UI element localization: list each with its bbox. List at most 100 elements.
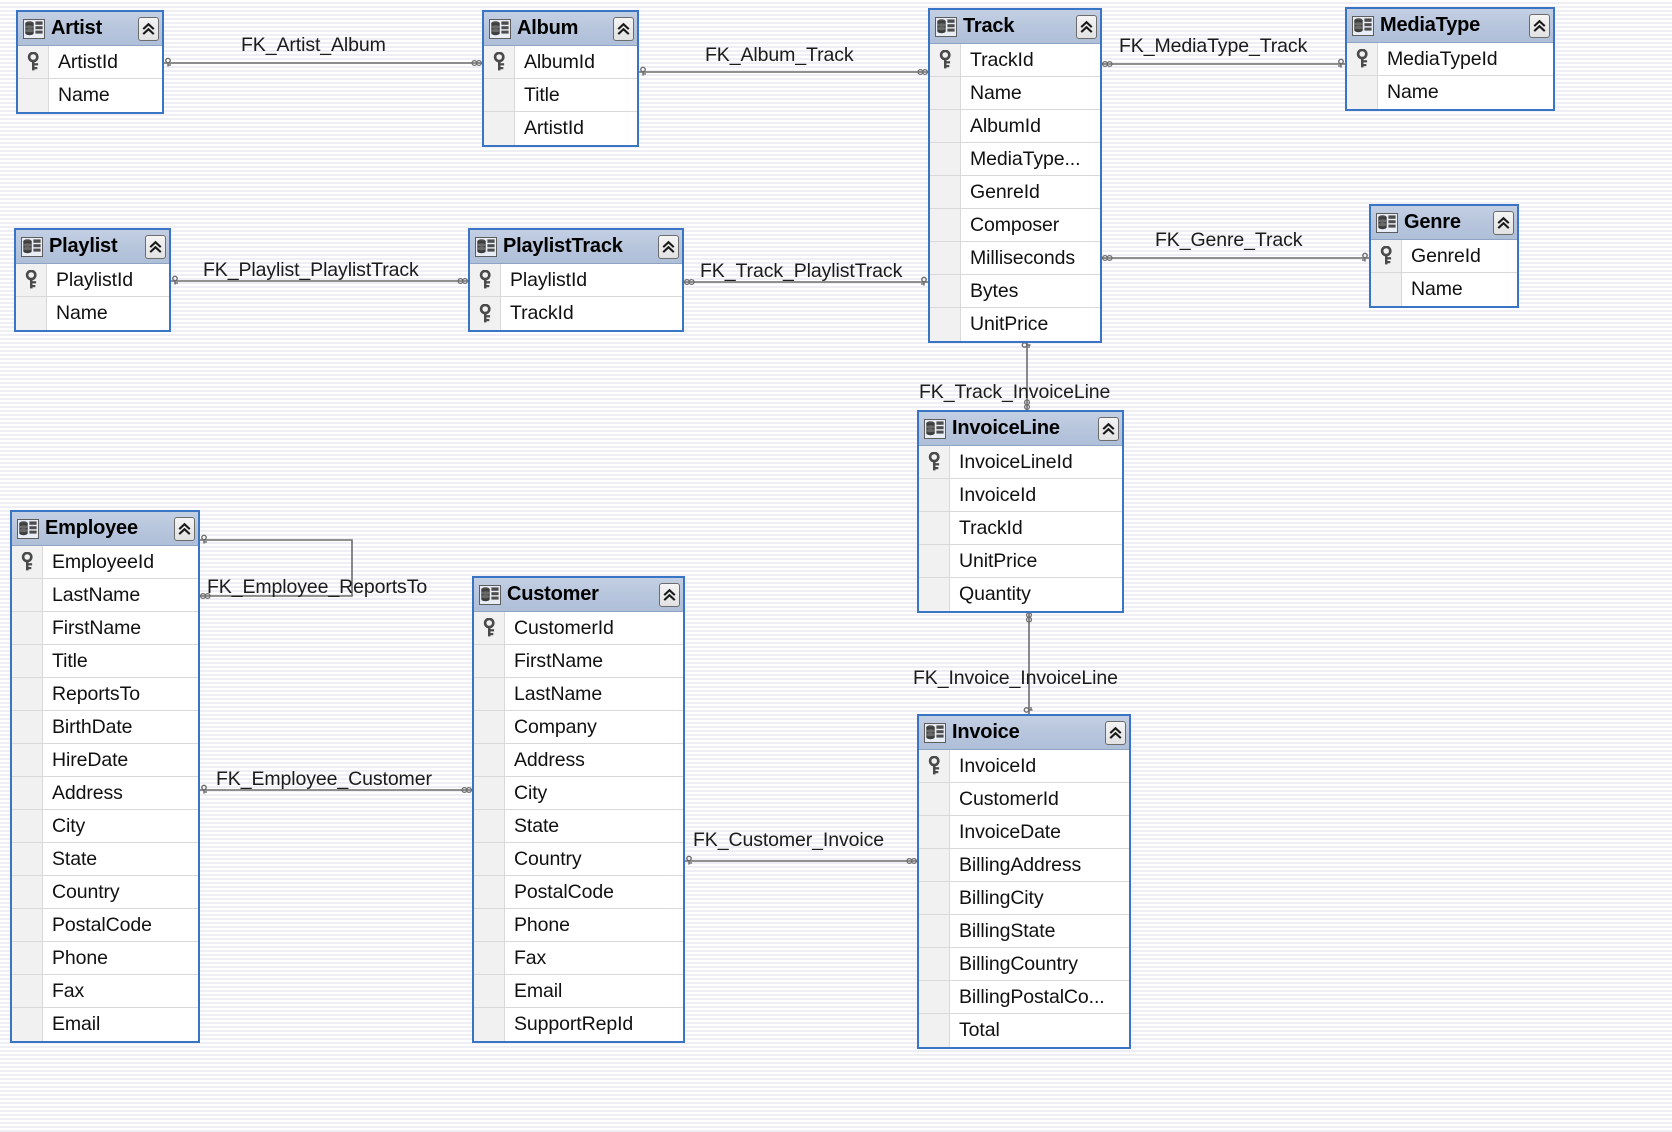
relationship-label[interactable]: FK_Employee_ReportsTo [207, 576, 428, 598]
table-row[interactable]: Fax [474, 942, 683, 975]
table-row[interactable]: Name [1371, 273, 1517, 306]
table-row[interactable]: ReportsTo [12, 678, 198, 711]
table-row[interactable]: UnitPrice [930, 308, 1100, 341]
relationship-label[interactable]: FK_Genre_Track [1155, 229, 1303, 251]
table-row[interactable]: TrackId [470, 297, 682, 330]
table-row[interactable]: UnitPrice [919, 545, 1122, 578]
table-row[interactable]: Bytes [930, 275, 1100, 308]
table-header-customer[interactable]: Customer [474, 578, 683, 612]
collapse-chevron-up-icon[interactable] [138, 16, 159, 41]
table-row[interactable]: Total [919, 1014, 1129, 1047]
collapse-chevron-up-icon[interactable] [145, 234, 166, 259]
relationship-label[interactable]: FK_Invoice_InvoiceLine [913, 667, 1118, 689]
table-header-playlist[interactable]: Playlist [16, 230, 169, 264]
table-row[interactable]: City [474, 777, 683, 810]
table-header-genre[interactable]: Genre [1371, 206, 1517, 240]
table-row[interactable]: HireDate [12, 744, 198, 777]
relationship-label[interactable]: FK_Track_InvoiceLine [919, 381, 1111, 403]
table-row[interactable]: TrackId [919, 512, 1122, 545]
table-row[interactable]: ArtistId [484, 112, 637, 145]
table-row[interactable]: SupportRepId [474, 1008, 683, 1041]
relationship-label[interactable]: FK_Customer_Invoice [693, 829, 885, 851]
table-row[interactable]: CustomerId [474, 612, 683, 645]
table-row[interactable]: Company [474, 711, 683, 744]
collapse-chevron-up-icon[interactable] [613, 16, 634, 41]
table-row[interactable]: Milliseconds [930, 242, 1100, 275]
table-row[interactable]: InvoiceId [919, 479, 1122, 512]
table-row[interactable]: BillingCountry [919, 948, 1129, 981]
table-row[interactable]: Fax [12, 975, 198, 1008]
table-row[interactable]: MediaType... [930, 143, 1100, 176]
table-header-track[interactable]: Track [930, 10, 1100, 44]
table-row[interactable]: ArtistId [18, 46, 162, 79]
table-row[interactable]: PostalCode [474, 876, 683, 909]
table-row[interactable]: State [474, 810, 683, 843]
table-row[interactable]: BillingState [919, 915, 1129, 948]
table-row[interactable]: InvoiceDate [919, 816, 1129, 849]
table-row[interactable]: AlbumId [484, 46, 637, 79]
table-row[interactable]: Address [474, 744, 683, 777]
table-row[interactable]: Phone [474, 909, 683, 942]
table-row[interactable]: BillingAddress [919, 849, 1129, 882]
relationship-label[interactable]: FK_Album_Track [705, 44, 854, 66]
collapse-chevron-up-icon[interactable] [1076, 14, 1097, 39]
relationship-label[interactable]: FK_MediaType_Track [1119, 35, 1308, 57]
table-row[interactable]: BirthDate [12, 711, 198, 744]
table-header-album[interactable]: Album [484, 12, 637, 46]
table-row[interactable]: Quantity [919, 578, 1122, 611]
table-row[interactable]: Country [474, 843, 683, 876]
table-row[interactable]: Name [18, 79, 162, 112]
table-row[interactable]: Name [1347, 76, 1553, 109]
table-header-invoice[interactable]: Invoice [919, 716, 1129, 750]
table-header-employee[interactable]: Employee [12, 512, 198, 546]
table-row[interactable]: Title [484, 79, 637, 112]
table-row[interactable]: Phone [12, 942, 198, 975]
table-header-invoiceline[interactable]: InvoiceLine [919, 412, 1122, 446]
relationship-label[interactable]: FK_Track_PlaylistTrack [700, 260, 903, 282]
table-row[interactable]: GenreId [1371, 240, 1517, 273]
table-row[interactable]: PlaylistId [470, 264, 682, 297]
table-row[interactable]: Country [12, 876, 198, 909]
collapse-chevron-up-icon[interactable] [1105, 720, 1126, 745]
table-row[interactable]: BillingCity [919, 882, 1129, 915]
collapse-chevron-up-icon[interactable] [1493, 210, 1514, 235]
table-header-artist[interactable]: Artist [18, 12, 162, 46]
table-row[interactable]: EmployeeId [12, 546, 198, 579]
table-row[interactable]: CustomerId [919, 783, 1129, 816]
table-row[interactable]: Email [12, 1008, 198, 1041]
table-row[interactable]: InvoiceId [919, 750, 1129, 783]
table-row[interactable]: City [12, 810, 198, 843]
table-row[interactable]: PostalCode [12, 909, 198, 942]
table-row[interactable]: MediaTypeId [1347, 43, 1553, 76]
table-row[interactable]: Address [12, 777, 198, 810]
table-row[interactable]: Title [12, 645, 198, 678]
table-row[interactable]: BillingPostalCo... [919, 981, 1129, 1014]
table-row[interactable]: Composer [930, 209, 1100, 242]
collapse-chevron-up-icon[interactable] [1098, 416, 1119, 441]
table-row[interactable]: LastName [12, 579, 198, 612]
table-row[interactable]: FirstName [12, 612, 198, 645]
collapse-chevron-up-icon[interactable] [1529, 13, 1550, 38]
table-row[interactable]: InvoiceLineId [919, 446, 1122, 479]
table-row[interactable]: Name [16, 297, 169, 330]
table-row[interactable]: Name [930, 77, 1100, 110]
table-header-playlisttrack[interactable]: PlaylistTrack [470, 230, 682, 264]
collapse-chevron-up-icon[interactable] [658, 234, 679, 259]
table-header-mediatype[interactable]: MediaType [1347, 9, 1553, 43]
table-row[interactable]: GenreId [930, 176, 1100, 209]
relationship-label[interactable]: FK_Artist_Album [241, 34, 386, 56]
table-row[interactable]: TrackId [930, 44, 1100, 77]
table-row[interactable]: Email [474, 975, 683, 1008]
collapse-chevron-up-icon[interactable] [659, 582, 680, 607]
table-row[interactable]: PlaylistId [16, 264, 169, 297]
